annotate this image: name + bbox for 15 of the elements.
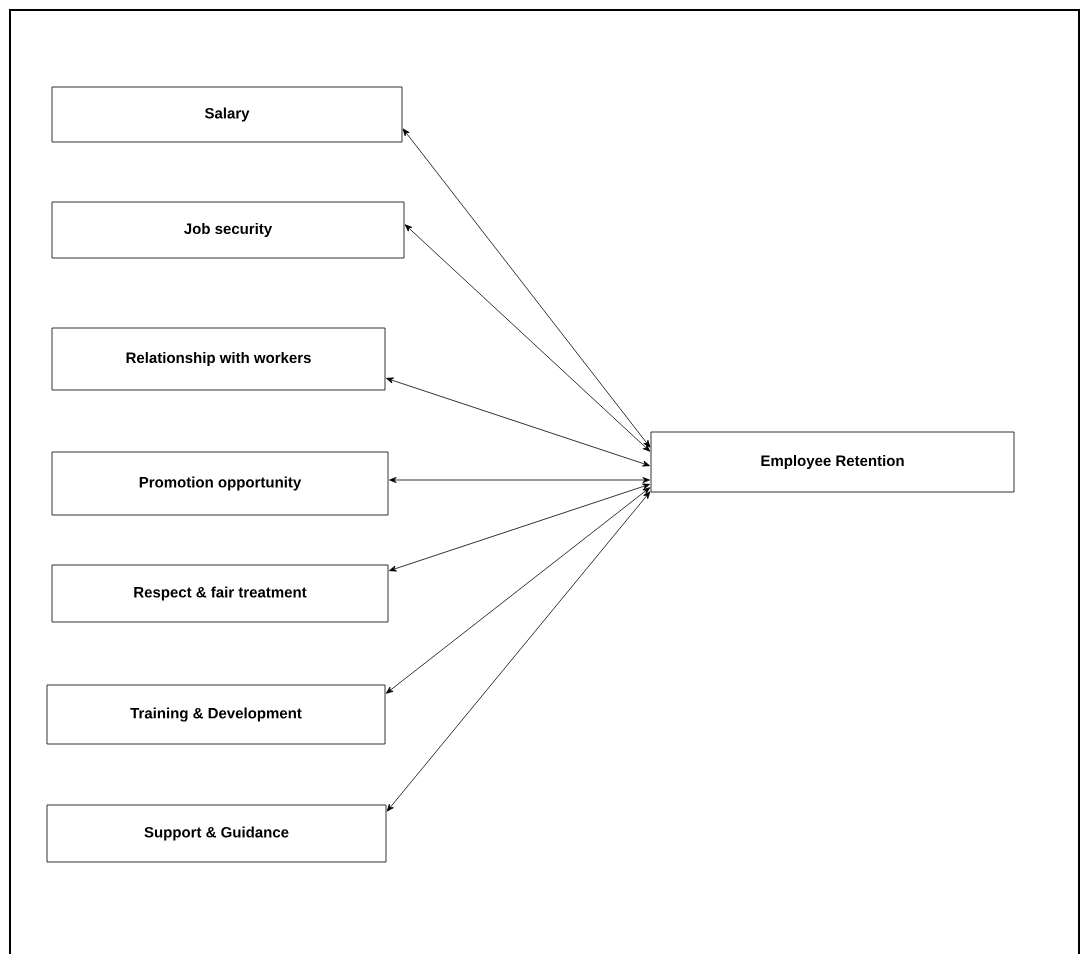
factor-box: Promotion opportunity bbox=[51, 451, 389, 516]
arrow bbox=[389, 483, 650, 572]
factor-box: Respect & fair treatment bbox=[51, 564, 389, 623]
arrow bbox=[385, 487, 651, 694]
arrow bbox=[404, 224, 651, 452]
factor-box: Relationship with workers bbox=[51, 327, 386, 391]
arrow bbox=[402, 128, 651, 448]
arrow bbox=[389, 477, 650, 483]
factor-box: Job security bbox=[51, 201, 405, 259]
factor-box: Salary bbox=[51, 86, 403, 143]
arrow bbox=[386, 491, 651, 812]
factor-box: Employee Retention bbox=[650, 431, 1015, 493]
factor-box: Training & Development bbox=[46, 684, 386, 745]
factor-box: Support & Guidance bbox=[46, 804, 387, 863]
arrow bbox=[386, 377, 650, 467]
